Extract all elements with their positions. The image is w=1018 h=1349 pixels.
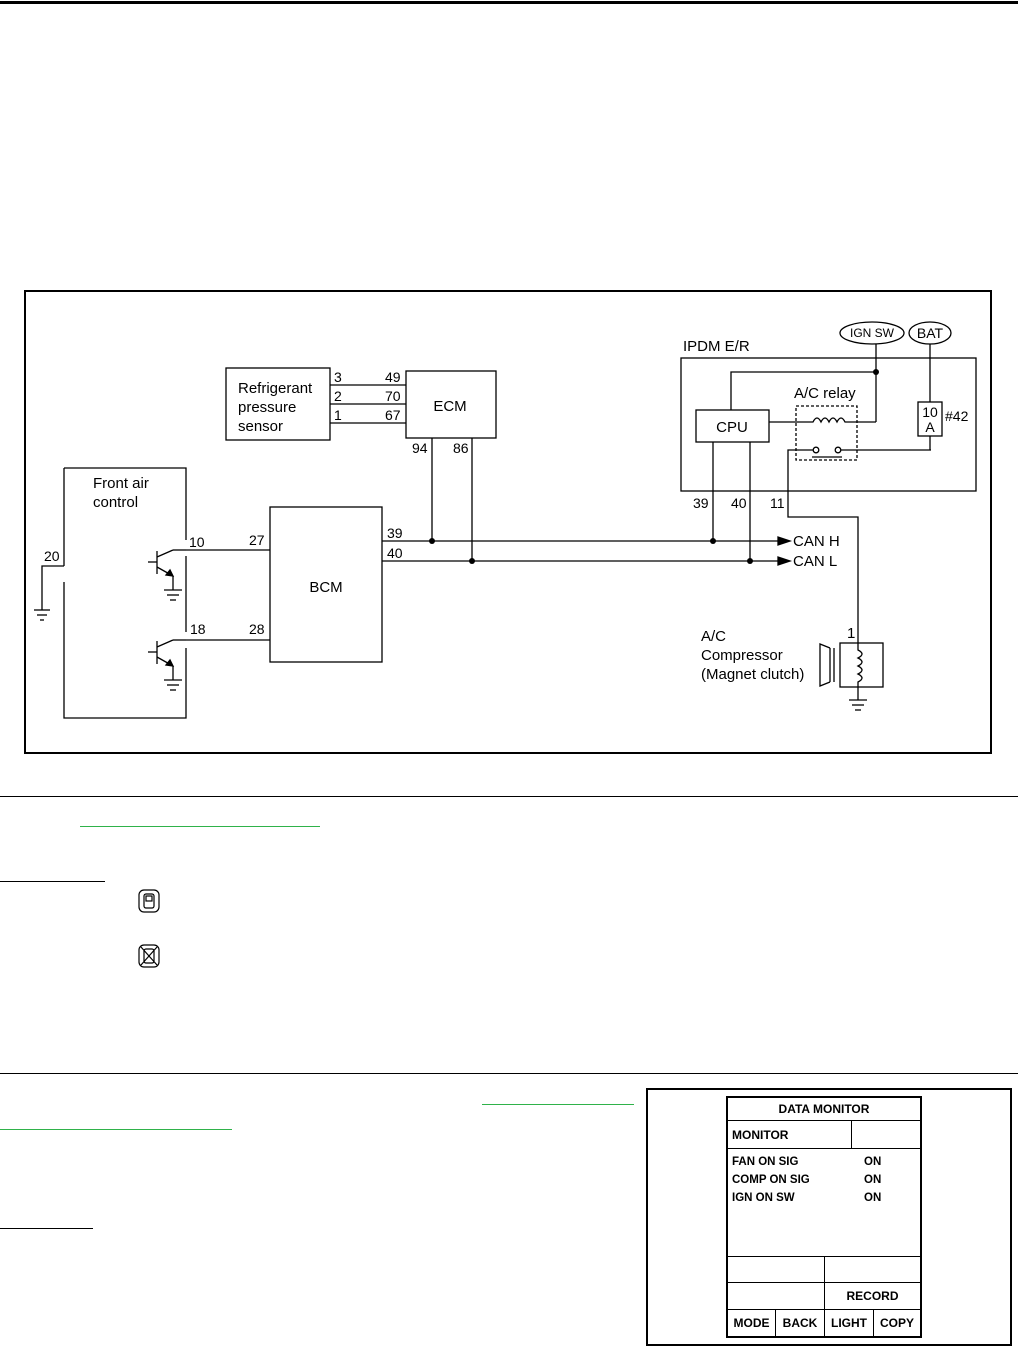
pin-ecm-70: 70	[385, 388, 401, 404]
fuse-unit: A	[925, 419, 935, 435]
cpu-box	[695, 409, 770, 443]
ac-relay-box	[795, 405, 858, 461]
bcm-label: BCM	[309, 579, 342, 596]
diagram-frame	[24, 290, 992, 754]
fuse-number: #42	[945, 408, 969, 424]
blank-cell-record-left[interactable]	[728, 1283, 825, 1309]
sensor-label-2: pressure	[238, 399, 296, 416]
pin-bcm-39: 39	[387, 525, 403, 541]
ignition-on-icon	[138, 889, 160, 913]
fuse-amp: 10	[922, 404, 938, 420]
sensor-label-3: sensor	[238, 418, 283, 435]
signal-name-fan: FAN ON SIG	[732, 1156, 799, 1168]
pin-ecm-67: 67	[385, 407, 401, 423]
top-rule	[0, 1, 1018, 4]
wiring-diagram: Refrigerant pressure sensor 3 2 1 49 70 …	[24, 290, 992, 754]
fac-label-2: control	[93, 494, 138, 511]
blank-cell-right[interactable]	[825, 1257, 920, 1282]
pin-ipdm-39: 39	[693, 495, 709, 511]
can-l-label: CAN L	[793, 553, 837, 570]
compressor-box	[839, 642, 884, 688]
section-rule-2	[0, 1073, 1018, 1074]
ign-sw-oval	[839, 321, 905, 345]
record-row: RECORD	[728, 1283, 920, 1310]
section-rule-1	[0, 796, 1018, 797]
pin-bcm-40: 40	[387, 545, 403, 561]
reference-link-2a[interactable]	[482, 1104, 634, 1105]
pin-ecm-94: 94	[412, 440, 428, 456]
pin-sensor-3: 3	[334, 369, 342, 385]
copy-button[interactable]: COPY	[879, 1316, 914, 1330]
data-monitor-panel	[646, 1088, 1012, 1346]
screen-blank-row	[728, 1256, 920, 1283]
data-monitor-title: DATA MONITOR	[728, 1098, 920, 1121]
ipdm-label: IPDM E/R	[683, 338, 750, 355]
ignition-off-icon	[138, 944, 160, 968]
function-buttons: MODE BACK LIGHT COPY	[728, 1310, 920, 1336]
pin-sensor-2: 2	[334, 388, 342, 404]
ecm-box	[405, 370, 497, 439]
pin-fac-18: 18	[190, 621, 206, 637]
pin-sensor-1: 1	[334, 407, 342, 423]
ign-sw-label: IGN SW	[850, 326, 895, 340]
pin-bcm-27: 27	[249, 532, 265, 548]
signal-name-ign: IGN ON SW	[732, 1192, 795, 1204]
compressor-label-3: (Magnet clutch)	[701, 666, 804, 683]
ac-relay-label: A/C relay	[794, 385, 856, 402]
signal-value-ign: ON	[864, 1192, 882, 1204]
pin-bcm-28: 28	[249, 621, 265, 637]
pin-compressor-1: 1	[847, 625, 855, 642]
blank-cell-left[interactable]	[728, 1257, 825, 1282]
monitor-header: MONITOR	[728, 1121, 920, 1149]
reference-link-2b[interactable]	[0, 1129, 232, 1130]
pin-ecm-86: 86	[453, 440, 469, 456]
cpu-label: CPU	[716, 419, 748, 436]
reference-link-1[interactable]	[80, 826, 320, 827]
signal-value-fan: ON	[864, 1156, 882, 1168]
monitor-header-cell	[851, 1121, 920, 1148]
signal-name-comp: COMP ON SIG	[732, 1174, 810, 1186]
monitor-label: MONITOR	[732, 1128, 789, 1142]
front-air-control-box	[63, 467, 187, 719]
ipdm-box	[680, 357, 977, 492]
back-button[interactable]: BACK	[776, 1310, 825, 1336]
ecm-label: ECM	[433, 398, 466, 415]
sensor-label-1: Refrigerant	[238, 380, 313, 397]
can-h-label: CAN H	[793, 533, 840, 550]
pin-ipdm-40: 40	[731, 495, 747, 511]
transistor-1	[148, 549, 186, 601]
bcm-box	[269, 506, 383, 663]
mode-button[interactable]: MODE	[728, 1310, 776, 1336]
transistor-2	[148, 639, 186, 691]
section-heading-underline-1	[0, 881, 105, 882]
light-button[interactable]: LIGHT	[825, 1310, 874, 1336]
data-monitor-screen: DATA MONITOR MONITOR FAN ON SIG ON COMP …	[726, 1096, 922, 1338]
bat-label: BAT	[917, 325, 944, 341]
pin-fac-20: 20	[44, 548, 60, 564]
compressor-label-2: Compressor	[701, 647, 783, 664]
signal-value-comp: ON	[864, 1174, 882, 1186]
pin-fac-10: 10	[189, 534, 205, 550]
pin-ipdm-11: 11	[770, 495, 785, 511]
fac-label-1: Front air	[93, 475, 149, 492]
pin-ecm-49: 49	[385, 369, 401, 385]
record-button[interactable]: RECORD	[846, 1289, 899, 1303]
compressor-label-1: A/C	[701, 628, 726, 645]
section-heading-underline-2	[0, 1228, 93, 1229]
